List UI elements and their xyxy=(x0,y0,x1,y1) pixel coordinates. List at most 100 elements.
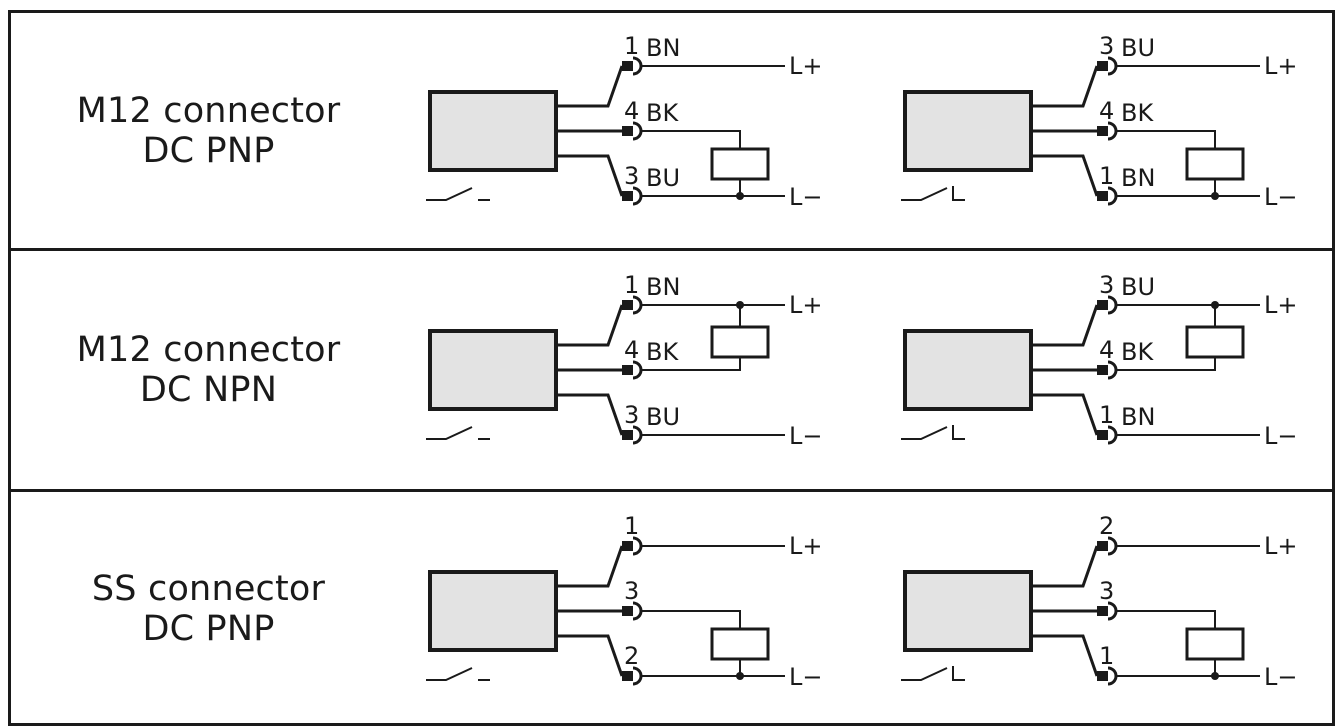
junction-dot xyxy=(736,192,744,200)
supply-label-negative: L− xyxy=(1264,663,1297,691)
row-label-type: DC PNP xyxy=(142,609,275,649)
pin-number: 1 xyxy=(624,271,639,299)
output-wire xyxy=(641,610,741,629)
pin-number: 1 xyxy=(624,32,639,60)
pin-number: 3 xyxy=(624,401,639,429)
pin-number: 3 xyxy=(624,162,639,190)
supply-label-negative: L− xyxy=(789,422,822,450)
pin-socket-arc xyxy=(632,666,643,686)
cable-lead xyxy=(1031,65,1099,108)
pin-plug xyxy=(622,365,633,375)
output-wire xyxy=(1116,130,1216,149)
cable-lead xyxy=(556,634,624,677)
wire-color-label: BK xyxy=(1121,99,1154,127)
pin-plug xyxy=(1097,541,1108,551)
junction-dot xyxy=(736,672,744,680)
supply-label-positive: L+ xyxy=(1264,532,1297,560)
switch-contact-nc xyxy=(952,425,965,440)
pin-number: 4 xyxy=(1099,336,1114,364)
row-label: SS connector DC PNP xyxy=(11,492,406,726)
pin-socket-arc xyxy=(1107,186,1118,206)
pin-number: 1 xyxy=(1099,401,1114,429)
sensor-body xyxy=(428,329,558,411)
row-label-connector: M12 connector xyxy=(76,90,341,131)
supply-label-positive: L+ xyxy=(789,291,822,319)
pin-number: 1 xyxy=(624,512,639,540)
junction-dot xyxy=(1211,672,1219,680)
switch-contact-nc xyxy=(901,187,948,201)
supply-label-negative: L− xyxy=(789,663,822,691)
wire-color-label: BK xyxy=(646,99,679,127)
wire-color-label: BU xyxy=(1121,34,1155,62)
pin-socket-arc xyxy=(1107,295,1118,315)
wire-color-label: BK xyxy=(1121,338,1154,366)
pin-number: 3 xyxy=(1099,271,1114,299)
cable-lead xyxy=(1031,393,1099,436)
cable-lead xyxy=(556,154,624,197)
row-label-connector: M12 connector xyxy=(76,330,341,370)
switch-contact-no xyxy=(426,667,473,681)
supply-label-positive: L+ xyxy=(1264,291,1297,319)
pin-socket-arc xyxy=(632,56,643,76)
output-wire xyxy=(641,130,741,149)
switch-contact-nc xyxy=(952,186,965,201)
switch-contact-no xyxy=(426,187,473,201)
row-label: M12 connector DC NPN xyxy=(11,251,406,489)
output-wire xyxy=(1116,357,1216,371)
pin-socket-arc xyxy=(1107,601,1118,621)
pin-number: 3 xyxy=(1099,577,1114,605)
row-label-type: DC NPN xyxy=(139,370,278,410)
supply-label-negative: L− xyxy=(1264,183,1297,211)
pin-plug xyxy=(622,430,633,440)
pin-socket-arc xyxy=(1107,425,1118,445)
pin-socket-arc xyxy=(632,425,643,445)
pin-socket-arc xyxy=(1107,360,1118,380)
supply-label-negative: L− xyxy=(1264,422,1297,450)
supply-label-negative: L− xyxy=(789,183,822,211)
pin-plug xyxy=(622,541,633,551)
cable-lead xyxy=(1031,304,1099,347)
row-label-connector: SS connector xyxy=(91,569,326,609)
supply-label-positive: L+ xyxy=(1264,52,1297,80)
wire-color-label: BU xyxy=(646,164,680,192)
table-row-m12-pnp: M12 connector DC PNP xyxy=(11,13,1332,251)
cable-lead xyxy=(1031,154,1099,197)
pin-number: 1 xyxy=(1099,162,1114,190)
cable-lead xyxy=(1031,634,1099,677)
pin-socket-arc xyxy=(1107,121,1118,141)
pin-number: 3 xyxy=(624,577,639,605)
load-relay xyxy=(1185,325,1245,359)
junction-dot xyxy=(1211,192,1219,200)
pin-plug xyxy=(622,671,633,681)
cable-lead xyxy=(1031,545,1099,588)
load-relay xyxy=(1185,147,1245,181)
row-label-type: DC PNP xyxy=(142,130,275,171)
output-wire xyxy=(641,357,741,371)
load-relay xyxy=(710,325,770,359)
pin-plug xyxy=(1097,300,1108,310)
pin-socket-arc xyxy=(632,186,643,206)
switch-contact-nc xyxy=(952,666,965,681)
pin-number: 2 xyxy=(624,642,639,670)
pin-plug xyxy=(1097,430,1108,440)
switch-contact-nc xyxy=(901,667,948,681)
pin-socket-arc xyxy=(1107,56,1118,76)
pin-number: 1 xyxy=(1099,642,1114,670)
pin-socket-arc xyxy=(1107,666,1118,686)
wire-color-label: BN xyxy=(1121,164,1155,192)
supply-label-positive: L+ xyxy=(789,52,822,80)
output-wire xyxy=(1116,610,1216,629)
pin-plug xyxy=(1097,671,1108,681)
pin-number: 4 xyxy=(1099,97,1114,125)
wiring-table: M12 connector DC PNP M12 connector DC NP… xyxy=(8,10,1335,726)
cable-lead xyxy=(556,65,624,108)
pin-plug xyxy=(622,606,633,616)
pin-number: 3 xyxy=(1099,32,1114,60)
pin-plug xyxy=(622,61,633,71)
cable-lead xyxy=(556,304,624,347)
pin-plug xyxy=(1097,126,1108,136)
pin-socket-arc xyxy=(632,601,643,621)
pin-socket-arc xyxy=(632,360,643,380)
